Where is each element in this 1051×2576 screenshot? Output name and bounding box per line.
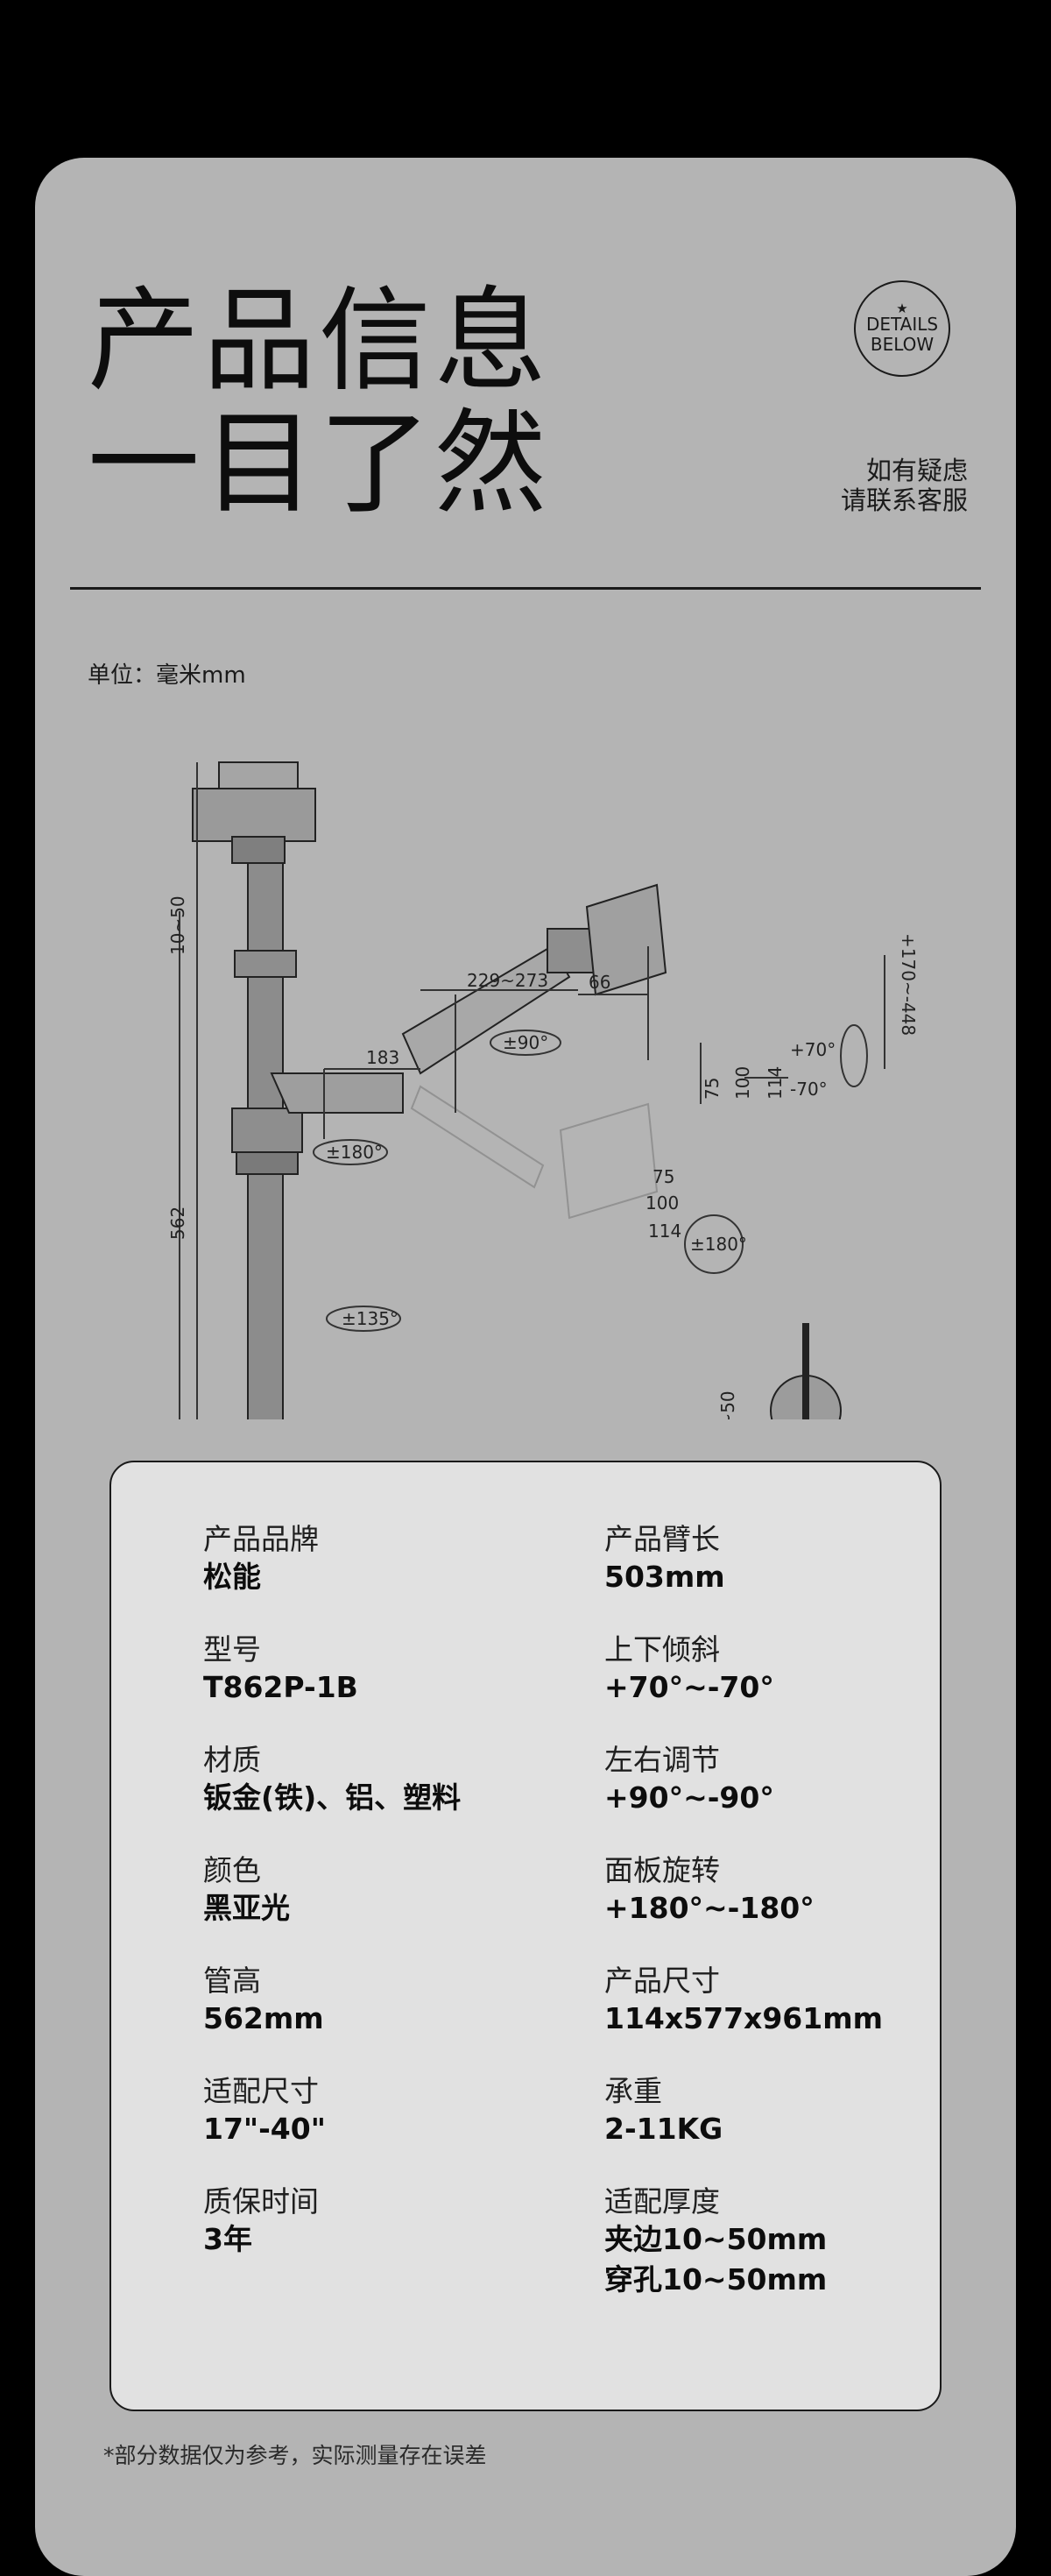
spec-item: 适配尺寸 17"-40"	[203, 2074, 604, 2149]
spec-label: 材质	[203, 1743, 261, 1777]
spec-value: 钣金(铁)、铝、塑料	[203, 1780, 462, 1815]
vesa-100-vertical: 100	[732, 1066, 753, 1100]
spec-label: 管高	[203, 1964, 261, 1998]
spec-label: 产品尺寸	[604, 1964, 720, 1998]
tilt-up: +70°	[790, 1039, 836, 1060]
spec-item: 上下倾斜+70°~-70°	[604, 1632, 886, 1708]
tilt-down: -70°	[790, 1079, 828, 1100]
spec-value: +90°~-90°	[604, 1780, 774, 1815]
info-card: 产品信息 一目了然 ★ DETAILS BELOW 如有疑虑 请联系客服 单位：…	[35, 158, 1016, 2576]
rot-panel: ±180°	[690, 1234, 747, 1255]
spec-label: 型号	[203, 1632, 261, 1667]
spec-value: 黑亚光	[203, 1891, 290, 1925]
spec-item: 颜色黑亚光	[203, 1853, 604, 1928]
vesa-75-horizontal: 75	[652, 1166, 674, 1187]
vesa-100-horizontal: 100	[645, 1192, 679, 1214]
spec-label: 产品臂长	[604, 1522, 720, 1556]
spec-value: 562mm	[203, 2001, 324, 2035]
spec-label: 质保时间	[203, 2184, 319, 2219]
spec-value: 17"-40"	[203, 2112, 326, 2146]
spec-label: 适配尺寸	[203, 2074, 319, 2108]
dim-arm-reach: 229~273	[467, 970, 548, 991]
rot-swivel: ±90°	[503, 1032, 548, 1053]
spec-label: 颜色	[203, 1853, 261, 1887]
vesa-114-horizontal: 114	[648, 1221, 681, 1242]
badge-line-1: DETAILS	[865, 314, 939, 335]
spec-item: 左右调节+90°~-90°	[604, 1743, 886, 1818]
details-below-badge: ★ DETAILS BELOW	[854, 280, 950, 377]
dim-pole-height: 562	[167, 1207, 188, 1240]
spec-label: 左右调节	[604, 1743, 720, 1777]
rot-arm-joint: ±180°	[326, 1142, 383, 1163]
spec-label: 产品品牌	[203, 1522, 319, 1556]
page-title: 产品信息 一目了然	[88, 280, 550, 526]
dim-clamp-top: 10~50	[167, 895, 188, 955]
contact-line-1: 如有疑虑	[865, 456, 968, 485]
spec-value: 503mm	[604, 1560, 725, 1594]
spec-label: 上下倾斜	[604, 1632, 720, 1667]
dim-grommet: 10~50	[717, 1391, 738, 1419]
vesa-114-vertical: 114	[765, 1066, 786, 1100]
rot-base: ±135°	[342, 1308, 399, 1329]
spec-item: 产品臂长 503mm	[604, 1522, 886, 1597]
spec-value: +180°~-180°	[604, 1891, 815, 1925]
spec-item: 适配厚度夹边10~50mm 穿孔10~50mm	[604, 2184, 886, 2300]
spec-value: 114x577x961mm	[604, 2001, 883, 2035]
contact-note: 如有疑虑 请联系客服	[841, 456, 968, 515]
title-line-1: 产品信息	[88, 276, 551, 407]
contact-line-2: 请联系客服	[840, 485, 968, 515]
dim-arm-offset: 183	[366, 1047, 399, 1068]
vesa-75-vertical: 75	[702, 1078, 723, 1100]
dim-tilt-range: +170~-448	[898, 933, 919, 1036]
badge-line-2: BELOW	[870, 334, 935, 355]
spec-value: 松能	[203, 1560, 261, 1594]
header-divider	[70, 587, 981, 590]
spec-value: 3年	[203, 2222, 252, 2256]
spec-value: 2-11KG	[604, 2112, 723, 2146]
spec-value: +70°~-70°	[604, 1670, 774, 1704]
dim-plate-offset: 66	[589, 972, 610, 993]
spec-value: T862P-1B	[203, 1670, 358, 1704]
star-icon: ★	[896, 301, 908, 316]
unit-label: 单位：毫米mm	[88, 662, 246, 689]
spec-item: 材质钣金(铁)、铝、塑料	[203, 1743, 604, 1818]
spec-label: 承重	[604, 2074, 662, 2108]
spec-value: 夹边10~50mm 穿孔10~50mm	[604, 2222, 828, 2296]
spec-label: 适配厚度	[604, 2184, 720, 2219]
spec-item: 面板旋转 +180°~-180°	[604, 1853, 886, 1928]
monitor-arm-diagram: 10~50 +170~-448 229~273 66 183 ±90° ±180…	[167, 761, 919, 1419]
spec-label: 面板旋转	[604, 1853, 720, 1887]
title-line-2: 一目了然	[88, 399, 551, 529]
spec-item: 产品品牌松能	[203, 1522, 604, 1597]
spec-item: 承重 2-11KG	[604, 2074, 886, 2149]
disclaimer-note: *部分数据仅为参考，实际测量存在误差	[103, 2443, 487, 2468]
